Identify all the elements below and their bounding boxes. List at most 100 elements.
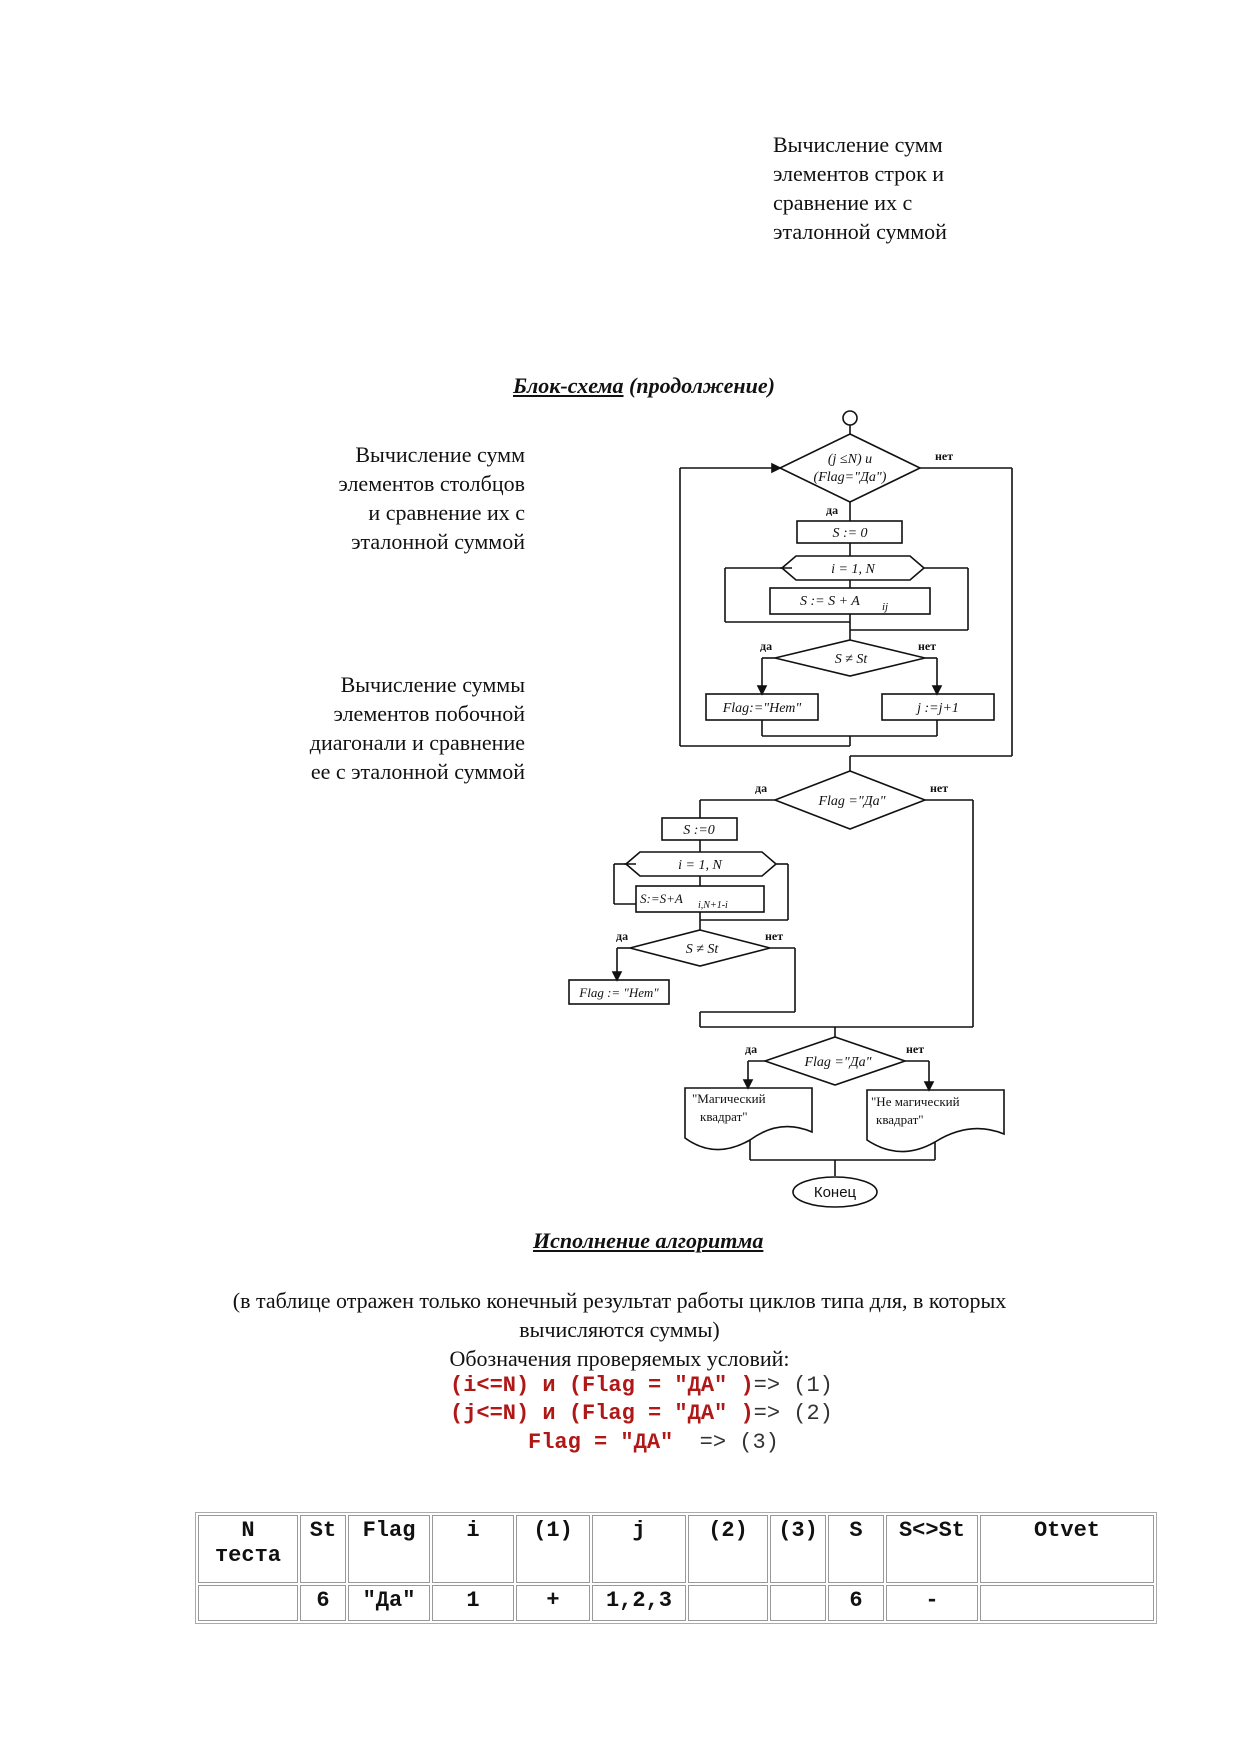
table-row: 6 "Да" 1 + 1,2,3 6 - (198, 1585, 1154, 1621)
table-cell (770, 1585, 826, 1621)
output-not-magic (866, 1089, 1005, 1153)
text-sum-col: S := S + A (800, 594, 860, 609)
text-magic-1: "Магический (692, 1091, 766, 1106)
label-yes: да (616, 929, 628, 943)
table-header-row: N теста St Flag i (1) j (2) (3) S S<>St … (198, 1515, 1154, 1583)
note-line: элементов побочной (333, 701, 525, 726)
condition-text: (j<=N) и (Flag = "ДА" ) (450, 1401, 754, 1426)
condition-2: (j<=N) и (Flag = "ДА" )=> (2) (450, 1399, 833, 1428)
table-cell: - (886, 1585, 978, 1621)
text-notmagic-1: "Не магический (871, 1094, 960, 1109)
condition-1: (i<=N) и (Flag = "ДА" )=> (1) (450, 1371, 833, 1400)
header-cell: (3) (770, 1515, 826, 1583)
note-line: Вычисление сумм (773, 132, 943, 157)
note-diag: Вычисление суммы элементов побочной диаг… (250, 670, 525, 786)
note-line: эталонной суммой (773, 219, 947, 244)
text-sum-diag: S:=S+A (640, 891, 683, 906)
header-cell: Flag (348, 1515, 430, 1583)
exec-note-line: (в таблице отражен только конечный резул… (232, 1288, 1007, 1313)
box-flag-no-2 (568, 979, 670, 1005)
heading-rest: (продолжение) (623, 373, 775, 398)
header-cell: i (432, 1515, 514, 1583)
decision-j-le-n (778, 433, 922, 503)
note-line: элементов строк и (773, 161, 945, 186)
exec-heading: Исполнение алгоритма (533, 1228, 764, 1253)
text-end: Конец (814, 1184, 857, 1201)
condition-3: Flag = "ДА" => (3) (528, 1428, 779, 1457)
decision-flag-da-2 (762, 1036, 908, 1086)
header-cell: S<>St (886, 1515, 978, 1583)
condition-text: (i<=N) и (Flag = "ДА" ) (450, 1373, 754, 1398)
label-no: нет (930, 781, 948, 795)
table-cell: 1,2,3 (592, 1585, 686, 1621)
text-loop-1: i = 1, N (831, 562, 875, 577)
header-cell: N теста (198, 1515, 298, 1583)
table-cell: 1 (432, 1585, 514, 1621)
cond1-line1: (j ≤N) и (828, 452, 872, 467)
note-line: элементов столбцов (338, 471, 525, 496)
text-j-inc: j :=j+1 (915, 701, 959, 716)
text-cond3: Flag ="Да" (803, 1055, 871, 1070)
note-rows: Вычисление сумм элементов строк и сравне… (773, 130, 947, 246)
flowchart-heading: Блок-схема (продолжение) (513, 373, 775, 399)
box-j-inc (881, 693, 995, 721)
condition-text: Flag = "ДА" (528, 1430, 674, 1455)
header-cell: S (828, 1515, 884, 1583)
label-yes: да (826, 503, 838, 517)
table-cell: + (516, 1585, 590, 1621)
text-s-zero-2: S :=0 (683, 823, 715, 838)
note-line: Вычисление суммы (340, 672, 525, 697)
note-line: сравнение их с (773, 190, 913, 215)
label-no: нет (765, 929, 783, 943)
header-cell: (1) (516, 1515, 590, 1583)
table-cell (980, 1585, 1154, 1621)
label-yes: да (760, 639, 772, 653)
table-cell (198, 1585, 298, 1621)
label-no: нет (906, 1042, 924, 1056)
table-cell: 6 (828, 1585, 884, 1621)
label-yes: да (755, 781, 767, 795)
note-line: и сравнение их с (368, 500, 525, 525)
end-terminator (792, 1176, 878, 1208)
table-cell: 6 (300, 1585, 346, 1621)
text-magic-2: квадрат" (700, 1109, 748, 1124)
note-cols: Вычисление сумм элементов столбцов и сра… (290, 440, 525, 556)
execution-table: N теста St Flag i (1) j (2) (3) S S<>St … (195, 1512, 1157, 1624)
note-line: диагонали и сравнение (309, 730, 525, 755)
condition-ref: => (2) (753, 1401, 833, 1426)
text-cond2: Flag ="Да" (817, 794, 885, 809)
table-cell: "Да" (348, 1585, 430, 1621)
output-magic (684, 1087, 813, 1151)
table-cell (688, 1585, 768, 1621)
header-cell: Otvet (980, 1515, 1154, 1583)
exec-note-line: вычисляются суммы) (519, 1317, 720, 1342)
start-connector (842, 410, 858, 426)
condition-ref: => (1) (753, 1373, 833, 1398)
note-line: Вычисление сумм (355, 442, 525, 467)
condition-ref: => (3) (673, 1430, 779, 1455)
header-cell: St (300, 1515, 346, 1583)
note-line: ее с эталонной суммой (310, 759, 525, 784)
text-sum-diag-sub: i,N+1-i (698, 900, 728, 911)
label-yes: да (745, 1042, 757, 1056)
text-sum-col-sub: ij (882, 601, 888, 613)
legend-title: Обозначения проверяемых условий: (449, 1346, 790, 1371)
exec-note: (в таблице отражен только конечный резул… (0, 1286, 1239, 1373)
decision-s-ne-st-2 (629, 929, 771, 967)
label-no: нет (918, 639, 936, 653)
heading-underlined: Блок-схема (513, 373, 624, 398)
decision-flag-da (772, 770, 928, 830)
text-loop-2: i = 1, N (678, 858, 722, 873)
note-line: эталонной суммой (351, 529, 525, 554)
text-notmagic-2: квадрат" (876, 1112, 924, 1127)
cond1-line2: (Flag="Да") (814, 470, 887, 485)
header-cell: (2) (688, 1515, 768, 1583)
text-flag-no-2: Flag := "Нет" (578, 985, 659, 1000)
decision-s-ne-st (774, 639, 926, 677)
text-flag-no: Flag:="Нет" (722, 701, 802, 716)
text-s-zero: S := 0 (832, 526, 867, 541)
label-no: нет (935, 449, 953, 463)
text-cmp-2: S ≠ St (686, 942, 720, 957)
header-cell: j (592, 1515, 686, 1583)
